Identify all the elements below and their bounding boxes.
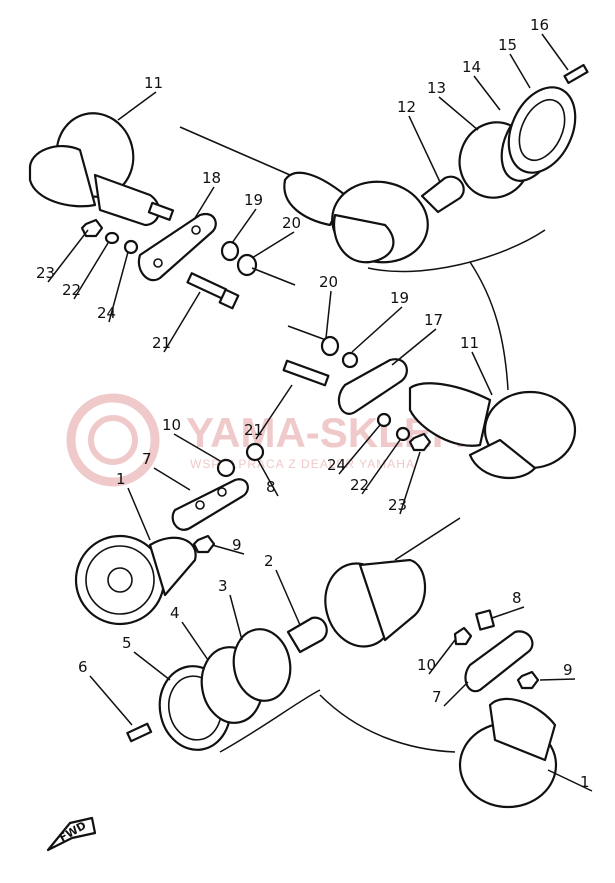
callout-label-19: 19	[390, 289, 409, 307]
callout-leader	[257, 459, 279, 497]
callout-label-12: 12	[397, 98, 416, 116]
callout-labels: 1118192023222421121314151620191711211078…	[36, 16, 590, 791]
callout-label-8: 8	[512, 589, 522, 607]
callout-leader	[471, 351, 493, 396]
callout-label-22: 22	[350, 476, 369, 494]
callout-label-18: 18	[202, 169, 221, 187]
callout-label-23: 23	[388, 496, 407, 514]
callout-leader	[539, 678, 576, 681]
callout-leaders	[47, 33, 593, 792]
callout-leader	[127, 487, 151, 541]
callout-leader	[408, 115, 441, 183]
callout-label-8: 8	[266, 478, 276, 496]
callout-leader	[338, 424, 381, 475]
upper-arrow-line	[469, 261, 509, 391]
callout-leader	[547, 769, 593, 792]
callout-leader	[133, 651, 171, 681]
callout-leader	[391, 328, 437, 366]
upper-bulb-lens-set	[420, 63, 589, 214]
callout-label-2: 2	[264, 552, 274, 570]
callout-leader	[181, 621, 209, 661]
callout-label-4: 4	[170, 604, 180, 622]
callout-leader	[361, 439, 401, 495]
callout-label-9: 9	[563, 661, 573, 679]
mid-mounting-parts	[282, 325, 408, 415]
callout-leader	[275, 569, 301, 626]
callout-leader	[351, 306, 403, 353]
callout-leader	[153, 467, 191, 491]
callout-label-10: 10	[162, 416, 181, 434]
callout-leader	[211, 544, 245, 555]
callout-leader	[73, 242, 109, 300]
callout-leader	[251, 231, 295, 259]
callout-label-24: 24	[327, 456, 346, 474]
front-lens-bulb-set	[126, 616, 328, 751]
callout-label-3: 3	[218, 577, 228, 595]
callout-label-9: 9	[232, 536, 242, 554]
callout-label-17: 17	[424, 311, 443, 329]
front-left-flasher-assembly	[74, 442, 265, 626]
callout-leader	[108, 251, 129, 323]
callout-leader	[399, 451, 421, 515]
callout-leader	[491, 606, 525, 619]
callout-leader	[117, 91, 157, 121]
lower-arrow-line	[319, 694, 456, 753]
watermark-logo-icon	[66, 393, 160, 487]
front-flasher-body	[324, 517, 461, 648]
callout-leader	[194, 186, 215, 219]
front-right-flasher-housing-lower	[458, 697, 558, 809]
callout-leader	[231, 208, 257, 244]
callout-leader	[325, 290, 332, 339]
callout-leader	[473, 75, 501, 111]
callout-label-23: 23	[36, 264, 55, 282]
callout-label-16: 16	[530, 16, 549, 34]
mid-small-parts	[376, 412, 432, 452]
callout-label-5: 5	[122, 634, 132, 652]
callout-leader	[438, 96, 479, 131]
callout-label-14: 14	[462, 58, 481, 76]
callout-label-7: 7	[142, 450, 152, 468]
callout-label-22: 22	[62, 281, 81, 299]
callout-leader	[163, 291, 201, 353]
forward-direction-arrow: FWD	[46, 816, 97, 852]
callout-leader	[509, 53, 531, 89]
callout-leader	[89, 675, 133, 726]
callout-label-20: 20	[319, 273, 338, 291]
front-right-stay-parts	[453, 609, 540, 693]
callout-label-20: 20	[282, 214, 301, 232]
callout-leader	[173, 433, 223, 463]
upper-small-parts	[80, 218, 296, 310]
callout-leader	[255, 384, 293, 440]
bracket-plate-18	[137, 212, 217, 282]
watermark-tagline: WSPÓŁPRACA Z DEALER YAMAHA	[190, 456, 415, 471]
callout-label-11: 11	[460, 334, 479, 352]
rear-right-flasher-housing	[179, 126, 429, 264]
callout-label-21: 21	[244, 421, 263, 439]
callout-label-11: 11	[144, 74, 163, 92]
front-right-flasher-housing	[408, 382, 577, 480]
callout-label-6: 6	[78, 658, 88, 676]
callout-leader	[47, 229, 89, 283]
callout-label-1: 1	[116, 470, 126, 488]
callout-label-1: 1	[580, 773, 590, 791]
callout-leader	[443, 681, 469, 707]
callout-leader	[229, 594, 243, 641]
callout-label-24: 24	[97, 304, 116, 322]
upper-brace-line	[367, 229, 546, 273]
callout-label-19: 19	[244, 191, 263, 209]
callout-label-7: 7	[432, 688, 442, 706]
callout-label-21: 21	[152, 334, 171, 352]
callout-leader	[541, 33, 569, 71]
lower-brace-line	[219, 689, 321, 753]
callout-label-10: 10	[417, 656, 436, 674]
rear-left-flasher-housing	[28, 112, 175, 227]
callout-label-15: 15	[498, 36, 517, 54]
callout-leader	[428, 639, 456, 675]
callout-label-13: 13	[427, 79, 446, 97]
